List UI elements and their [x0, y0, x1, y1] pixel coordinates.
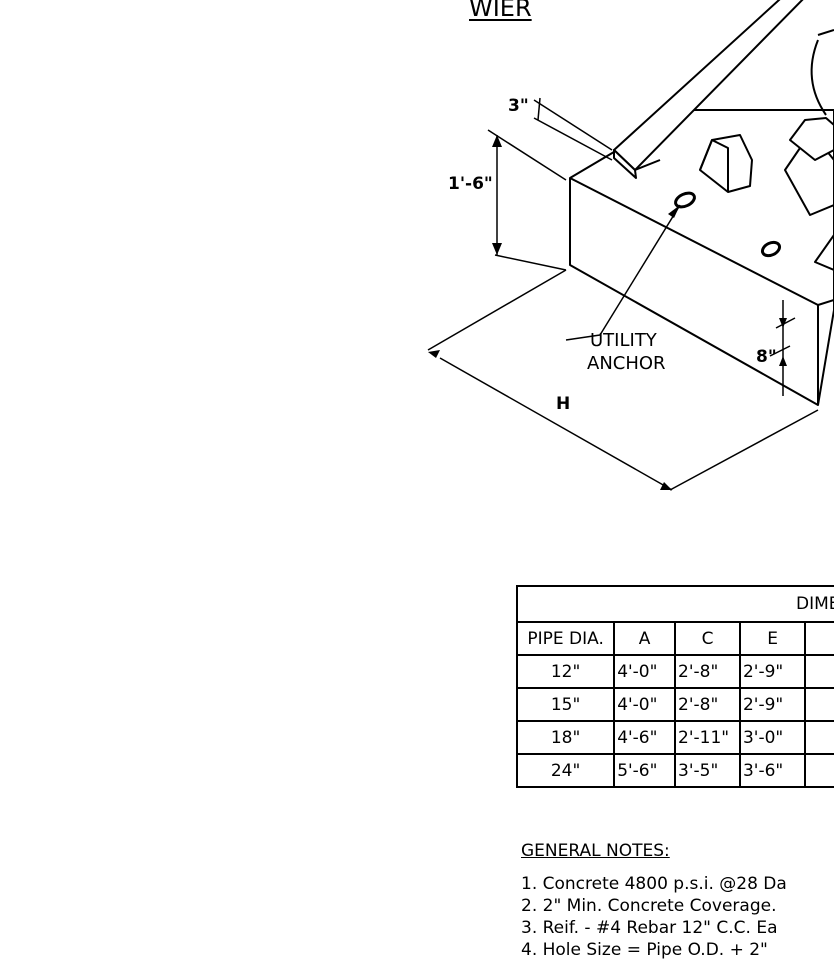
- cell-a: 5'-6": [613, 753, 677, 788]
- cell-pipe: 15": [515, 687, 616, 722]
- baffle-blocks: [699, 29, 834, 271]
- cell-c: 3'-5": [674, 753, 741, 788]
- table-row: 15" 4'-0" 2'-8" 2'-9": [515, 687, 834, 722]
- cell-c: 2'-8": [674, 687, 741, 722]
- general-notes-title: GENERAL NOTES:: [521, 841, 670, 861]
- drawing-title: WIER: [469, 0, 532, 22]
- col-c: C: [674, 621, 741, 656]
- cell-e: 3'-6": [738, 753, 807, 788]
- callout-utility: UTILITY: [590, 330, 657, 351]
- note-3: 3. Reif. - #4 Rebar 12" C.C. Ea: [521, 918, 778, 938]
- cell-a: 4'-0": [613, 687, 677, 722]
- cell-a: 4'-6": [613, 720, 677, 755]
- note-1: 1. Concrete 4800 p.s.i. @28 Da: [521, 874, 787, 894]
- cell-pipe: 18": [515, 720, 616, 755]
- table-column-headers: PIPE DIA. A C E: [515, 621, 834, 656]
- table-row: 12" 4'-0" 2'-8" 2'-9": [515, 654, 834, 689]
- callout-anchor: ANCHOR: [587, 353, 666, 374]
- col-a: A: [613, 621, 677, 656]
- cell-e: 2'-9": [738, 654, 807, 689]
- cell-cut-off: [804, 654, 834, 689]
- cell-pipe: 12": [515, 654, 616, 689]
- cell-e: 3'-0": [738, 720, 807, 755]
- col-pipe-dia: PIPE DIA.: [515, 621, 616, 656]
- dimension-lines: [427, 97, 819, 491]
- dimension-table: DIMEN PIPE DIA. A C E 12" 4'-0" 2'-8" 2'…: [515, 585, 834, 788]
- table-row: 18" 4'-6" 2'-11" 3'-0": [515, 720, 834, 755]
- col-e: E: [738, 621, 807, 656]
- table-header: DIMEN: [515, 585, 834, 623]
- cell-c: 2'-8": [674, 654, 741, 689]
- isometric-weir-drawing: [427, 0, 834, 491]
- cell-cut-off: [804, 753, 834, 788]
- cell-e: 2'-9": [738, 687, 807, 722]
- arrowheads: [428, 135, 787, 490]
- utility-anchor-hole: [674, 191, 696, 209]
- cell-pipe: 24": [515, 753, 616, 788]
- dim-top-thickness: 3": [508, 96, 529, 116]
- note-2: 2. 2" Min. Concrete Coverage.: [521, 896, 777, 916]
- col-cut-off: [804, 621, 834, 656]
- note-4: 4. Hole Size = Pipe O.D. + 2": [521, 940, 768, 960]
- cell-c: 2'-11": [674, 720, 741, 755]
- utility-anchor-hole-2: [760, 240, 782, 258]
- dim-wall: 8": [756, 347, 777, 367]
- dim-height: 1'-6": [448, 174, 493, 194]
- dim-length: H: [556, 394, 571, 414]
- cell-a: 4'-0": [613, 654, 677, 689]
- slanted-rail: [613, 0, 804, 179]
- table-row: 24" 5'-6" 3'-5" 3'-6": [515, 753, 834, 788]
- cell-cut-off: [804, 687, 834, 722]
- cell-cut-off: [804, 720, 834, 755]
